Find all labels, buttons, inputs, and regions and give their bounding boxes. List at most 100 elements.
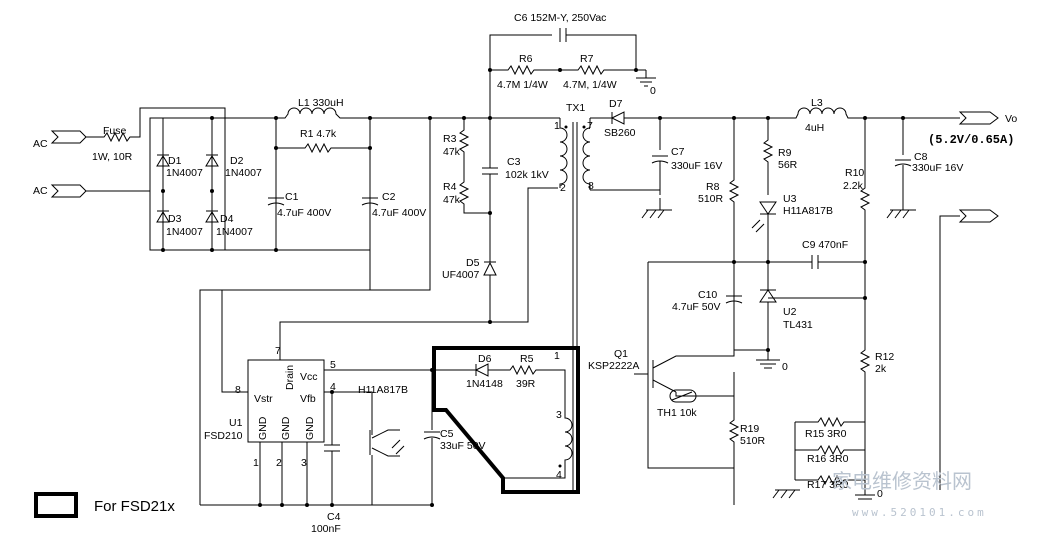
r3-name: R3 bbox=[443, 133, 457, 145]
r4-value: 47k bbox=[443, 194, 461, 206]
r10-value: 2.2k bbox=[843, 180, 864, 192]
c3-name: C3 bbox=[507, 156, 521, 168]
tx1-pin-1: 1 bbox=[554, 120, 560, 132]
ac-label-1: AC bbox=[33, 138, 48, 150]
u1-pin-num-5: 5 bbox=[330, 359, 336, 371]
u1-pin-num-7: 7 bbox=[275, 345, 281, 357]
output-terminal-2 bbox=[939, 209, 999, 490]
r19-value: 510R bbox=[740, 435, 766, 447]
c4-name: C4 bbox=[327, 511, 341, 523]
u1-pin-drain: Drain bbox=[284, 365, 296, 390]
vo-label: Vo bbox=[1005, 113, 1017, 125]
u1-pin-num-2: 2 bbox=[276, 457, 282, 469]
r10-name: R10 bbox=[845, 167, 864, 179]
r12-value: 2k bbox=[875, 363, 887, 375]
ground-top bbox=[636, 70, 656, 87]
r7-name: R7 bbox=[580, 53, 594, 65]
u2-tl431 bbox=[759, 262, 865, 350]
r15-r16-r17-resistors bbox=[794, 416, 865, 486]
r9-name: R9 bbox=[778, 147, 792, 159]
u1-pin-vcc: Vcc bbox=[300, 371, 318, 383]
vo-spec: (5.2V/0.65A) bbox=[928, 133, 1014, 147]
c5-name: C5 bbox=[440, 428, 454, 440]
u2-name: U2 bbox=[783, 306, 797, 318]
watermark-url: www.520101.com bbox=[852, 506, 987, 519]
watermark-cn: 家电维修资料网 bbox=[832, 469, 972, 493]
c2-capacitor bbox=[361, 197, 379, 206]
r7-value: 4.7M, 1/4W bbox=[563, 79, 617, 91]
ac-label-2: AC bbox=[33, 185, 48, 197]
r6-value: 4.7M 1/4W bbox=[497, 79, 548, 91]
u1-value: FSD210 bbox=[204, 430, 243, 442]
fuse-value: 1W, 10R bbox=[92, 151, 133, 163]
bridge-rectifier bbox=[86, 108, 226, 252]
tx1-transformer bbox=[559, 118, 591, 490]
u2-value: TL431 bbox=[783, 319, 813, 331]
d4-name: D4 bbox=[220, 213, 234, 225]
u1-pin-num-8: 8 bbox=[235, 384, 241, 396]
c6-label: C6 152M-Y, 250Vac bbox=[514, 12, 606, 24]
d6-r5-aux-winding bbox=[432, 363, 573, 479]
ground-secondary bbox=[756, 359, 780, 369]
d2-name: D2 bbox=[230, 155, 244, 167]
legend-box bbox=[34, 492, 78, 518]
fuse-resistor bbox=[86, 107, 226, 190]
c1-name: C1 bbox=[285, 191, 299, 203]
tx1-pin-2: 2 bbox=[560, 182, 566, 194]
c2-name: C2 bbox=[382, 191, 396, 203]
d1-name: D1 bbox=[168, 155, 182, 167]
tx1-aux-pin-3: 3 bbox=[556, 409, 562, 421]
r19-branch bbox=[675, 372, 740, 505]
r16-label: R16 3R0 bbox=[807, 453, 849, 465]
r8-value: 510R bbox=[698, 193, 724, 205]
c3-value: 102k 1kV bbox=[505, 169, 549, 181]
d2-value: 1N4007 bbox=[225, 167, 262, 179]
u1-name: U1 bbox=[229, 417, 243, 429]
c1-value: 4.7uF 400V bbox=[277, 207, 331, 219]
q1-value: KSP2222A bbox=[588, 360, 639, 372]
l3-name: L3 bbox=[811, 97, 823, 109]
d5-name: D5 bbox=[466, 257, 480, 269]
c2-value: 4.7uF 400V bbox=[372, 207, 426, 219]
fuse-name: Fuse bbox=[103, 125, 127, 137]
opto-transistor bbox=[332, 391, 405, 505]
c9-capacitor bbox=[648, 255, 865, 269]
d6-value: 1N4148 bbox=[466, 378, 503, 390]
r3-r4-resistors bbox=[458, 118, 490, 214]
tx1-pin-7: 7 bbox=[587, 120, 593, 132]
r8-resistor bbox=[728, 118, 769, 360]
d7-name: D7 bbox=[609, 98, 623, 110]
u1-pin-gnd-3: GND bbox=[304, 416, 316, 440]
c8-capacitor bbox=[886, 118, 916, 219]
r6-name: R6 bbox=[519, 53, 533, 65]
r4-name: R4 bbox=[443, 181, 457, 193]
l1-inductor bbox=[225, 107, 430, 119]
q1-transistor bbox=[634, 350, 735, 393]
c4-value: 100nF bbox=[311, 523, 341, 535]
u1-pin-gnd-2: GND bbox=[280, 416, 292, 440]
r8-name: R8 bbox=[706, 181, 720, 193]
r9-u3-branch bbox=[759, 118, 777, 262]
r5-name: R5 bbox=[520, 353, 534, 365]
c1-capacitor bbox=[267, 197, 285, 206]
c10-capacitor bbox=[725, 295, 743, 304]
d5-value: UF4007 bbox=[442, 269, 480, 281]
r3-value: 47k bbox=[443, 146, 461, 158]
r1-resistor bbox=[276, 142, 370, 154]
u1-pin-num-3: 3 bbox=[301, 457, 307, 469]
tx1-pin-8: 8 bbox=[588, 180, 594, 192]
u3-value: H11A817B bbox=[783, 205, 833, 217]
u1-pin-vfb: Vfb bbox=[300, 393, 316, 405]
d1-value: 1N4007 bbox=[166, 167, 203, 179]
c8-name: C8 bbox=[914, 151, 928, 163]
r5-value: 39R bbox=[516, 378, 536, 390]
tx1-aux-pin-4: 4 bbox=[556, 469, 562, 481]
d3-value: 1N4007 bbox=[166, 226, 203, 238]
c7-capacitor bbox=[590, 118, 672, 219]
r17-label: R17 3R0 bbox=[807, 479, 849, 491]
r6-r7-resistors bbox=[490, 64, 636, 76]
l3-inductor bbox=[780, 107, 960, 119]
u1-ic bbox=[200, 350, 432, 506]
tx1-aux-pin-1: 1 bbox=[554, 350, 560, 362]
